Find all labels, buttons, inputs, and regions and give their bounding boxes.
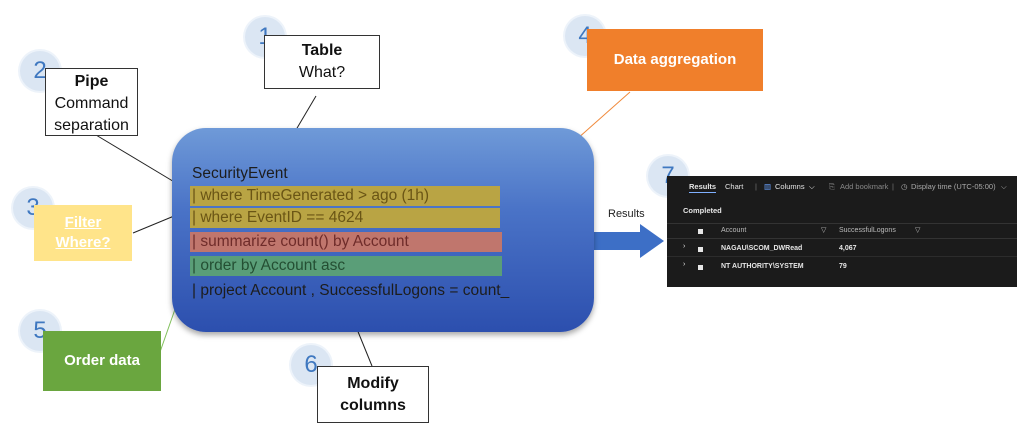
clock-icon: ◷ xyxy=(901,182,908,191)
filter-line-1: Filter xyxy=(64,214,102,231)
display-time-button[interactable]: Display time (UTC-05:00) xyxy=(911,182,996,191)
pipe-label-box: Pipe Command separation xyxy=(45,68,138,136)
results-panel: Results Chart | ▥ Columns ⌵ ⎘ Add bookma… xyxy=(667,176,1017,287)
cell-logons: 4,067 xyxy=(839,245,857,252)
expand-chevron-icon[interactable]: › xyxy=(683,261,686,268)
column-header-account[interactable]: Account xyxy=(721,227,747,234)
query-panel xyxy=(172,128,594,332)
cell-logons: 79 xyxy=(839,263,847,270)
pipe-line-1: Command xyxy=(54,95,129,112)
expand-chevron-icon[interactable]: › xyxy=(683,243,686,250)
filter-line-2: Where? xyxy=(55,234,111,251)
table-label-box: Table What? xyxy=(264,35,380,89)
cell-account: NAGAU\SCOM_DWRead xyxy=(721,245,803,252)
pipe-line-2: separation xyxy=(54,117,129,134)
tab-separator: | xyxy=(755,182,757,191)
bookmark-icon: ⎘ xyxy=(829,182,835,191)
cell-account: NT AUTHORITY\SYSTEM xyxy=(721,263,804,270)
filter-icon[interactable]: ▽ xyxy=(821,227,827,234)
select-all-checkbox[interactable] xyxy=(698,229,703,234)
chevron-down-icon[interactable]: ⌵ xyxy=(809,182,815,191)
table-row[interactable]: › NAGAU\SCOM_DWRead 4,067 xyxy=(667,242,1017,257)
modify-line-2: columns xyxy=(340,397,406,414)
filter-label-box: Filter Where? xyxy=(34,205,132,261)
aggregation-label: Data aggregation xyxy=(613,51,737,68)
modify-line-1: Modify xyxy=(347,375,399,392)
query-line-table: SecurityEvent xyxy=(192,165,288,182)
display-time-chevron-icon[interactable]: ⌵ xyxy=(1001,182,1007,191)
toolbar-separator: | xyxy=(892,182,894,191)
table-header-row: Account ▽ SuccessfulLogons ▽ xyxy=(667,223,1017,239)
results-arrow xyxy=(588,224,664,258)
status-text: Completed xyxy=(683,206,722,215)
aggregation-label-box: Data aggregation xyxy=(587,29,763,91)
query-line-order: | order by Account asc xyxy=(190,256,502,276)
modify-label-box: Modify columns xyxy=(317,366,429,423)
column-header-logons[interactable]: SuccessfulLogons xyxy=(839,227,896,234)
results-label: Results xyxy=(608,208,645,220)
table-subtitle: What? xyxy=(298,64,346,81)
tab-chart[interactable]: Chart xyxy=(725,182,744,191)
pipe-title: Pipe xyxy=(74,73,109,90)
query-line-where-eventid: | where EventID == 4624 xyxy=(190,208,500,228)
query-line-project: | project Account , SuccessfulLogons = c… xyxy=(192,282,510,299)
table-row[interactable]: › NT AUTHORITY\SYSTEM 79 xyxy=(667,260,1017,274)
add-bookmark-button[interactable]: Add bookmark xyxy=(840,182,889,191)
columns-icon: ▥ xyxy=(764,182,772,191)
tab-results[interactable]: Results xyxy=(689,182,717,193)
query-line-where-time: | where TimeGenerated > ago (1h) xyxy=(190,186,500,206)
columns-button[interactable]: Columns xyxy=(775,182,805,191)
row-checkbox[interactable] xyxy=(698,265,703,270)
query-line-summarize: | summarize count() by Account xyxy=(190,232,502,252)
row-checkbox[interactable] xyxy=(698,247,703,252)
filter-icon[interactable]: ▽ xyxy=(915,227,921,234)
order-label-box: Order data xyxy=(43,331,161,391)
order-label: Order data xyxy=(64,352,140,369)
table-title: Table xyxy=(301,42,343,59)
